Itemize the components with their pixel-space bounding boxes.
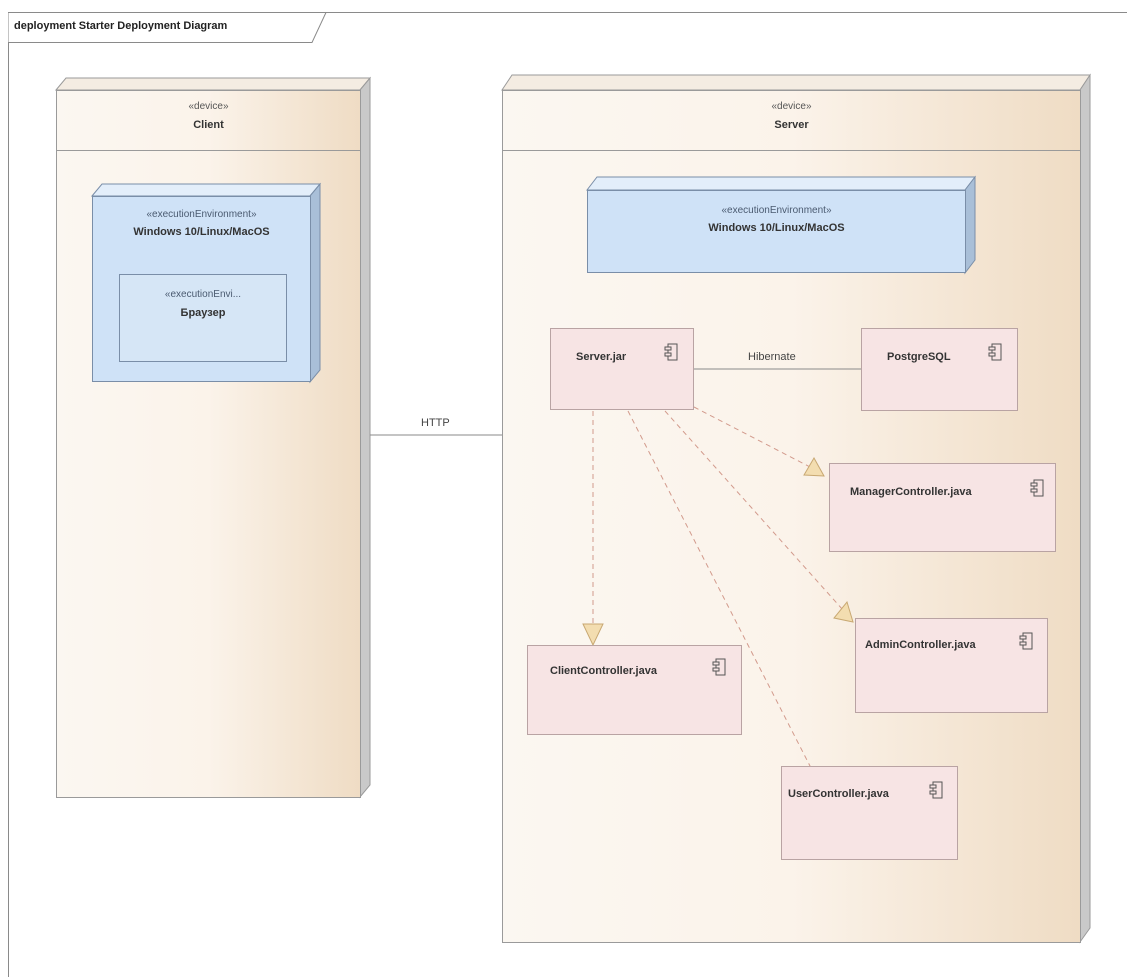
- client-node-stereotype: «device»: [188, 101, 229, 112]
- server-env-stereotype: «executionEnvironment»: [721, 205, 832, 216]
- browser-environment[interactable]: «executionEnvi... Браузер: [119, 274, 287, 362]
- admin-controller-label: AdminController.java: [865, 639, 976, 651]
- manager-controller-label: ManagerController.java: [850, 486, 972, 498]
- component-icon: [988, 343, 1002, 361]
- hibernate-label: Hibernate: [748, 351, 796, 363]
- component-icon: [712, 658, 726, 676]
- server-node-header: «device» Server: [503, 91, 1080, 151]
- client-node-name: Client: [193, 119, 224, 131]
- component-icon: [1030, 479, 1044, 497]
- browser-env-stereotype: «executionEnvi...: [164, 289, 242, 300]
- component-server-jar[interactable]: Server.jar: [550, 328, 694, 410]
- component-icon: [929, 781, 943, 799]
- client-env-name: Windows 10/Linux/MacOS: [133, 226, 270, 238]
- client-node-header: «device» Client: [57, 91, 360, 151]
- component-user-controller[interactable]: UserController.java: [781, 766, 958, 860]
- browser-env-name: Браузер: [180, 307, 226, 319]
- server-execution-environment[interactable]: «executionEnvironment» Windows 10/Linux/…: [587, 190, 966, 273]
- client-controller-label: ClientController.java: [550, 665, 657, 677]
- server-node-name: Server: [774, 119, 809, 131]
- http-label: HTTP: [421, 417, 450, 429]
- component-icon: [664, 343, 678, 361]
- server-node-stereotype: «device»: [771, 101, 812, 112]
- diagram-title: deployment Starter Deployment Diagram: [14, 20, 228, 32]
- user-controller-label: UserController.java: [788, 788, 889, 800]
- diagram-frame: [8, 12, 1127, 977]
- postgresql-label: PostgreSQL: [887, 351, 951, 363]
- client-env-stereotype: «executionEnvironment»: [146, 209, 257, 220]
- server-jar-label: Server.jar: [576, 351, 627, 363]
- server-env-name: Windows 10/Linux/MacOS: [708, 222, 845, 234]
- component-client-controller[interactable]: ClientController.java: [527, 645, 742, 735]
- component-manager-controller[interactable]: ManagerController.java: [829, 463, 1056, 552]
- component-icon: [1019, 632, 1033, 650]
- component-postgresql[interactable]: PostgreSQL: [861, 328, 1018, 411]
- component-admin-controller[interactable]: AdminController.java: [855, 618, 1048, 713]
